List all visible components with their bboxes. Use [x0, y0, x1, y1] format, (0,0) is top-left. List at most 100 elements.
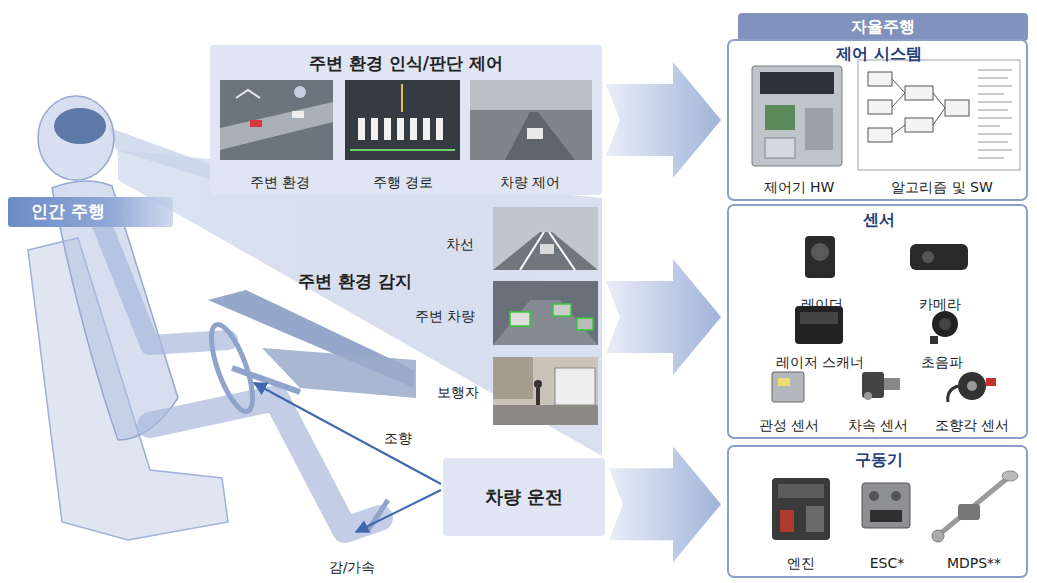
image-caption: 차선	[446, 236, 474, 254]
esc-icon	[869, 491, 879, 501]
pedestrian-photo	[493, 405, 598, 425]
route-photo	[423, 118, 430, 140]
driver-figure	[54, 108, 106, 144]
camera-icon	[910, 244, 968, 270]
controller-hw-photo	[752, 66, 842, 166]
environment-photo	[220, 102, 333, 150]
box-title: 구동기	[855, 450, 903, 470]
mdps-icon	[958, 504, 980, 520]
vehicles-photo	[493, 281, 598, 345]
vehicle-control-photo	[470, 80, 592, 160]
software-screenshot	[945, 100, 969, 116]
band-label: 인간 주행	[8, 197, 173, 227]
pedestrian-photo	[493, 357, 598, 425]
steering-angle-sensor-icon	[948, 372, 996, 402]
pedestrian-photo	[493, 357, 598, 425]
engine-icon	[772, 478, 830, 540]
controller-hw-photo	[765, 138, 795, 158]
software-screenshot	[905, 118, 933, 132]
pedestrian-photo	[555, 368, 595, 405]
environment-photo	[236, 90, 260, 98]
controller-hw-photo	[760, 72, 834, 94]
lane-photo	[493, 207, 598, 270]
mdps-icon	[935, 476, 1010, 538]
mdps-icon	[1002, 471, 1018, 481]
image-caption: 주변 환경	[250, 174, 310, 192]
part-label: 감/가속	[329, 559, 376, 577]
radar-icon	[805, 236, 835, 278]
region-title: 주변 환경 감지	[298, 271, 412, 292]
driver-figure	[28, 96, 388, 540]
laser-scanner-icon	[800, 312, 838, 324]
environment-photo	[220, 80, 333, 160]
software-screenshot	[905, 86, 933, 100]
esc-icon	[862, 483, 910, 528]
software-screenshot	[892, 79, 945, 135]
controller-hw-photo	[765, 105, 795, 130]
leader-line	[356, 490, 441, 532]
box-title: 차량 운전	[485, 486, 563, 509]
image-caption: 주행 경로	[373, 174, 433, 192]
controller-hw-photo	[805, 108, 833, 150]
mdps-icon	[932, 471, 1018, 542]
radar-icon	[811, 243, 829, 261]
steering-angle-sensor-icon	[958, 372, 986, 400]
engine-icon	[778, 484, 824, 498]
leader-line	[254, 383, 441, 532]
speed-sensor-icon	[862, 372, 900, 400]
flow-arrow	[606, 259, 721, 375]
software-screenshot	[868, 100, 892, 114]
engine-icon	[780, 510, 794, 532]
vehicle-control-photo	[505, 112, 575, 160]
vehicles-photo	[577, 318, 593, 330]
image-caption: 주변 차량	[415, 308, 475, 326]
route-photo	[436, 118, 443, 140]
esc-icon	[870, 510, 902, 522]
part-caption: 제어기 HW	[764, 179, 835, 197]
driver-figure	[150, 398, 380, 530]
radar-icon	[805, 236, 835, 278]
software-screenshot	[978, 70, 1012, 158]
route-photo	[410, 118, 417, 140]
controller-hw-photo	[752, 66, 842, 166]
vehicle-control-photo	[470, 80, 592, 110]
leader-line	[254, 383, 441, 484]
part-caption: 조향각 센서	[935, 417, 1009, 435]
box-title: 센서	[863, 210, 895, 230]
sensing-region: 주변 환경 감지차선주변 차량보행자	[280, 200, 602, 426]
vehicle-control-photo	[470, 110, 592, 160]
band-text: 인간 주행	[31, 201, 105, 222]
part-caption: 차속 센서	[848, 417, 908, 435]
header-text: 자율주행	[851, 17, 915, 37]
mdps-icon	[932, 530, 944, 542]
steering-angle-sensor-icon	[967, 381, 977, 391]
route-photo	[401, 84, 403, 112]
engine-icon	[772, 478, 830, 540]
route-photo	[397, 118, 404, 140]
part-caption: 엔진	[787, 555, 815, 573]
environment-photo	[292, 111, 304, 118]
environment-photo	[220, 80, 333, 160]
pedestrian-photo	[534, 380, 542, 388]
ultrasonic-icon	[930, 336, 938, 344]
steering-angle-sensor-icon	[986, 378, 996, 386]
vehicles-photo	[493, 281, 598, 345]
route-photo	[384, 118, 391, 140]
environment-photo	[294, 86, 306, 98]
camera-icon	[922, 251, 934, 263]
component-box: 구동기엔진ESC*MDPS**	[727, 445, 1028, 578]
route-photo	[350, 149, 455, 151]
vehicles-photo	[493, 300, 598, 345]
pedestrian-photo	[493, 357, 533, 399]
part-caption: 알고리즘 및 SW	[891, 179, 993, 197]
part-caption: 레이저 스캐너	[776, 354, 864, 372]
engine-icon	[806, 506, 824, 532]
process-box: 차량 운전	[443, 458, 605, 536]
part-caption: ESC*	[870, 555, 905, 573]
pedestrian-photo	[536, 388, 540, 405]
panel-ground	[210, 45, 602, 195]
driver-figure	[98, 215, 228, 345]
camera-icon	[910, 244, 968, 270]
